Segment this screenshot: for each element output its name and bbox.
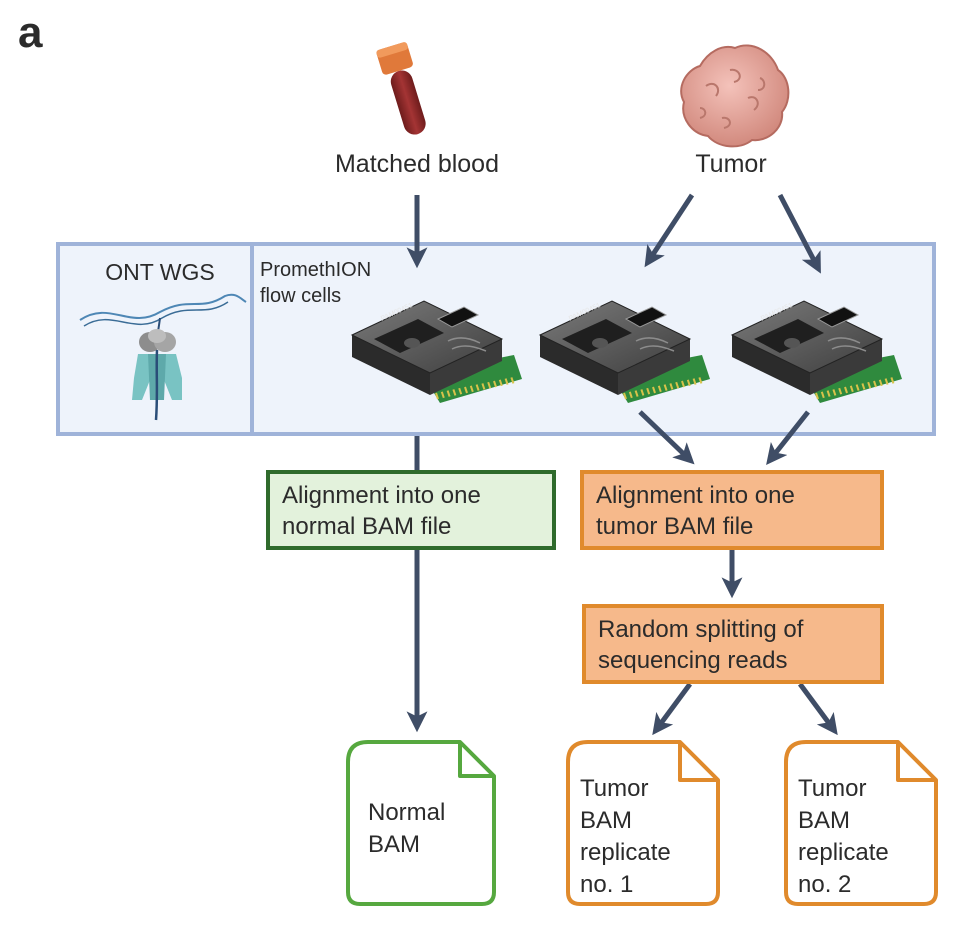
splitting-line2: sequencing reads — [598, 647, 787, 674]
tumor-label: Tumor — [695, 150, 766, 178]
flow-cell-icon: PAM00451 — [730, 300, 902, 403]
arrows — [406, 193, 838, 736]
normal-bam-document: Normal BAM — [346, 740, 496, 906]
tumor-tissue-icon — [680, 44, 790, 148]
replicate-1-line1: Tumor — [580, 775, 648, 802]
flowcell-label-line2: flow cells — [260, 285, 341, 307]
flow-cell-icon: PAM00451 — [538, 300, 710, 403]
replicate-2-line3: replicate — [798, 839, 889, 866]
tumor-alignment-line2: tumor BAM file — [596, 513, 753, 540]
blood-tube-icon — [376, 42, 426, 135]
panel-label: a — [18, 8, 43, 57]
document-icon — [784, 740, 938, 906]
arrow-splitting-to-replicate-1 — [652, 682, 693, 736]
arrow-flowcell-3-to-tumor-alignment — [766, 410, 810, 465]
tumor-alignment-line1: Alignment into one — [596, 482, 795, 509]
flow-cell-icon: PAM00451 — [350, 300, 522, 403]
normal-alignment-line2: normal BAM file — [282, 513, 451, 540]
splitting-line1: Random splitting of — [598, 616, 804, 643]
arrow-splitting-to-replicate-2 — [797, 682, 838, 736]
normal-alignment-box — [266, 470, 556, 550]
tumor-replicate-2-document: Tumor BAM replicate no. 2 — [784, 740, 938, 906]
tumor-replicate-1-document: Tumor BAM replicate no. 1 — [566, 740, 720, 906]
blood-label: Matched blood — [335, 150, 499, 178]
tumor-alignment-box — [580, 470, 884, 550]
replicate-1-line4: no. 1 — [580, 871, 633, 898]
replicate-2-line1: Tumor — [798, 775, 866, 802]
document-icon — [566, 740, 720, 906]
arrow-tumor-to-flowcell-3 — [777, 193, 821, 274]
replicate-2-line2: BAM — [798, 807, 850, 834]
ont-wgs-label: ONT WGS — [105, 259, 214, 285]
arrow-flowcell-2-to-tumor-alignment — [638, 410, 695, 465]
splitting-box — [582, 604, 884, 684]
normal-bam-line1: Normal — [368, 799, 445, 826]
replicate-1-line3: replicate — [580, 839, 671, 866]
normal-alignment-line1: Alignment into one — [282, 482, 481, 509]
nanopore-icon — [79, 293, 247, 421]
document-icon — [346, 740, 496, 906]
replicate-1-line2: BAM — [580, 807, 632, 834]
arrow-tumor-to-flowcell-2 — [644, 193, 695, 268]
replicate-2-line4: no. 2 — [798, 871, 851, 898]
flowcell-label-line1: PromethION — [260, 259, 371, 281]
normal-bam-line2: BAM — [368, 831, 420, 858]
